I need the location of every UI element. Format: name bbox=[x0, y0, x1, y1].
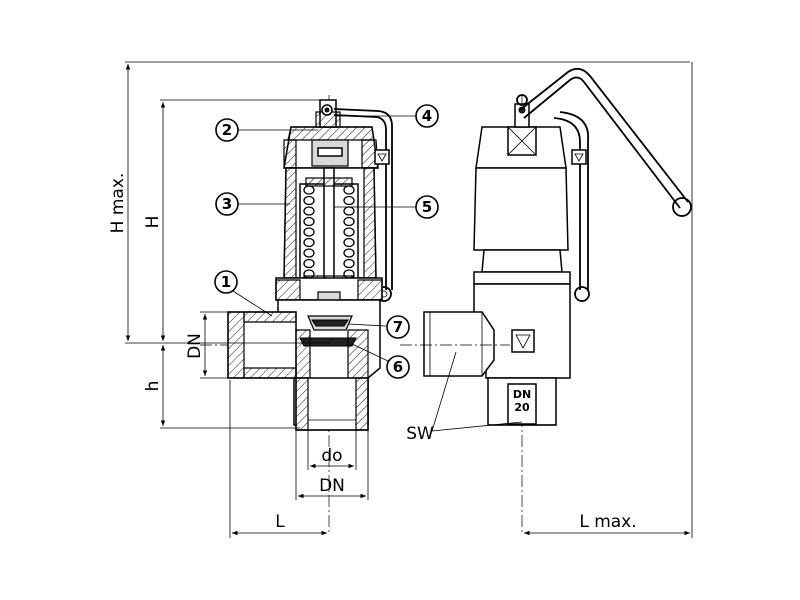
do-label: do bbox=[321, 446, 342, 466]
spring-coil bbox=[343, 216, 355, 227]
spring-coil bbox=[303, 216, 315, 227]
svg-text:7: 7 bbox=[393, 318, 403, 336]
l-max-label: L max. bbox=[579, 512, 636, 532]
dn-outlet-label: DN bbox=[319, 476, 345, 496]
callout-3 bbox=[215, 192, 239, 216]
raised-lever bbox=[519, 67, 689, 203]
svg-text:5: 5 bbox=[422, 198, 432, 216]
spring-coil bbox=[303, 258, 315, 269]
sw-leader bbox=[431, 351, 457, 432]
manufacturer-logo-icon bbox=[374, 149, 390, 165]
callout-2 bbox=[215, 118, 239, 142]
spring-plate-upper bbox=[305, 177, 353, 187]
sw-label: SW bbox=[406, 424, 434, 444]
dimension-labels: H max. H h DN do DN L L max. SW bbox=[108, 173, 637, 532]
inlet-hex bbox=[423, 311, 495, 377]
callout-5 bbox=[415, 195, 439, 219]
spring-coil bbox=[343, 258, 355, 269]
body-marking-size: 20 bbox=[514, 401, 530, 414]
dimension-lines bbox=[125, 61, 693, 538]
body-logo-icon bbox=[511, 329, 535, 353]
spring-coil bbox=[303, 206, 315, 216]
svg-text:3: 3 bbox=[222, 195, 232, 213]
svg-text:1: 1 bbox=[221, 273, 231, 291]
exterior-view: DN 20 bbox=[400, 67, 692, 535]
svg-text:6: 6 bbox=[393, 358, 403, 376]
callout-7 bbox=[386, 315, 410, 339]
spring-coil bbox=[343, 195, 355, 206]
h-max-label: H max. bbox=[108, 173, 128, 234]
small-h-label: h bbox=[143, 381, 163, 392]
callout-4 bbox=[415, 104, 439, 128]
spring-coil bbox=[303, 248, 315, 258]
body-marking-dn: DN bbox=[513, 388, 531, 401]
callouts: 1 2 3 4 5 7 6 bbox=[214, 104, 439, 379]
exterior-housing bbox=[473, 167, 569, 251]
dn-inlet-label: DN bbox=[185, 333, 205, 359]
spring-coil bbox=[343, 248, 355, 258]
spring-coil bbox=[303, 227, 315, 237]
spring-coil bbox=[303, 195, 315, 206]
spring-coil bbox=[343, 227, 355, 237]
spring-coil bbox=[343, 237, 355, 248]
callout-6 bbox=[386, 355, 410, 379]
l-label: L bbox=[275, 512, 285, 532]
spring-coil bbox=[303, 237, 315, 248]
callout-1 bbox=[214, 270, 238, 294]
svg-text:2: 2 bbox=[222, 121, 232, 139]
h-label: H bbox=[143, 216, 163, 229]
svg-text:4: 4 bbox=[422, 107, 432, 125]
lever-arm bbox=[333, 108, 393, 290]
sectional-view bbox=[200, 95, 393, 535]
